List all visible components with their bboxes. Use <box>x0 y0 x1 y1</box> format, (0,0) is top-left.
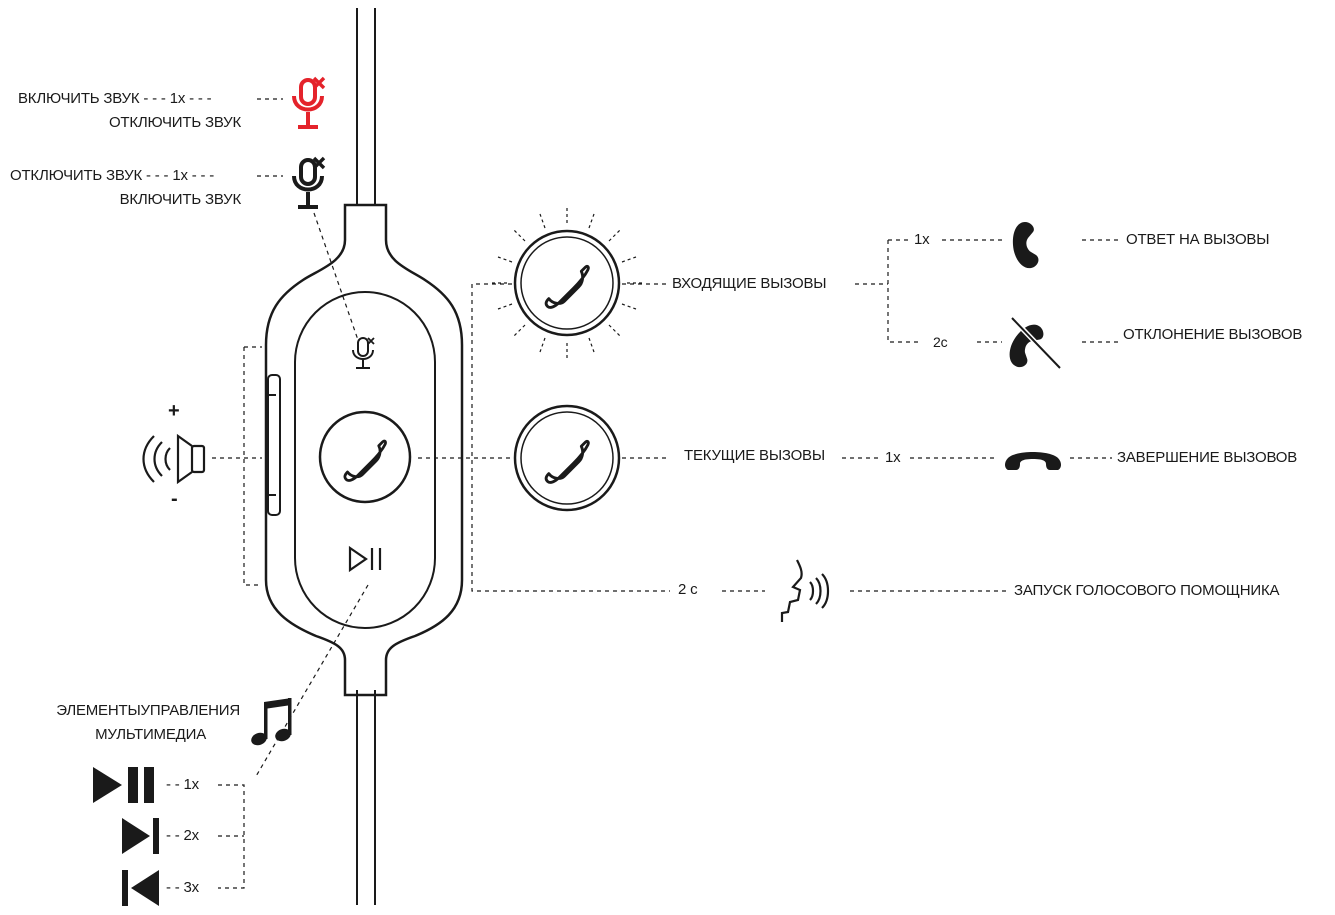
connector-lines <box>212 98 1122 889</box>
music-note-icon <box>251 698 292 746</box>
inline-remote <box>264 203 464 697</box>
prev-count: - - 3x <box>166 879 199 896</box>
next-track-icon <box>122 818 159 854</box>
reject-count: 2с <box>933 334 948 350</box>
answer-call-icon <box>1012 222 1039 269</box>
mute-red-count: 1x <box>169 90 186 107</box>
current-call-icon <box>513 404 621 512</box>
answer-label: ОТВЕТ НА ВЫЗОВЫ <box>1126 231 1270 248</box>
end-count: 1x <box>885 449 901 466</box>
end-label: ЗАВЕРШЕНИЕ ВЫЗОВОВ <box>1117 449 1298 466</box>
play-pause-icon <box>93 767 154 803</box>
mute-black-count: 1x <box>172 167 188 184</box>
incoming-calls-label: ВХОДЯЩИЕ ВЫЗОВЫ <box>672 275 827 292</box>
volume-plus: + <box>168 400 180 422</box>
current-calls-label: ТЕКУЩИЕ ВЫЗОВЫ <box>684 447 825 464</box>
media-line2: МУЛЬТИМЕДИА <box>95 726 206 743</box>
next-count: - - 2x <box>166 827 199 844</box>
voice-assistant-icon <box>780 559 830 622</box>
mute-black-line1: ОТКЛЮЧИТЬ ЗВУК - - - 1x - - - <box>10 167 215 184</box>
reject-call-icon <box>1009 316 1062 370</box>
answer-count: 1x <box>914 231 930 248</box>
mute-red-line2: ОТКЛЮЧИТЬ ЗВУК <box>108 114 241 131</box>
mute-red-line1: ВКЛЮЧИТЬ ЗВУК - - - 1x - - - <box>18 90 212 107</box>
end-call-icon <box>1005 452 1061 470</box>
assistant-label: ЗАПУСК ГОЛОСОВОГО ПОМОЩНИКА <box>1014 582 1280 599</box>
playpause-count: - - 1x <box>166 776 199 793</box>
reject-label: ОТКЛОНЕНИЕ ВЫЗОВОВ <box>1123 326 1303 343</box>
remote-call-button <box>318 410 412 504</box>
media-line1: ЭЛЕМЕНТЫУПРАВЛЕНИЯ <box>56 702 240 719</box>
previous-track-icon <box>122 870 159 906</box>
volume-minus: - <box>171 488 178 510</box>
mic-muted-icon <box>292 156 326 209</box>
cable <box>356 8 376 905</box>
mute-black-line2: ВКЛЮЧИТЬ ЗВУК <box>119 191 242 208</box>
incoming-call-icon <box>492 208 642 358</box>
remote-play-pause-icon <box>348 545 382 573</box>
remote-mute-icon <box>352 337 375 369</box>
assistant-count: 2 с <box>678 581 698 598</box>
speaker-icon <box>142 433 206 485</box>
mic-muted-red-icon <box>292 76 326 129</box>
